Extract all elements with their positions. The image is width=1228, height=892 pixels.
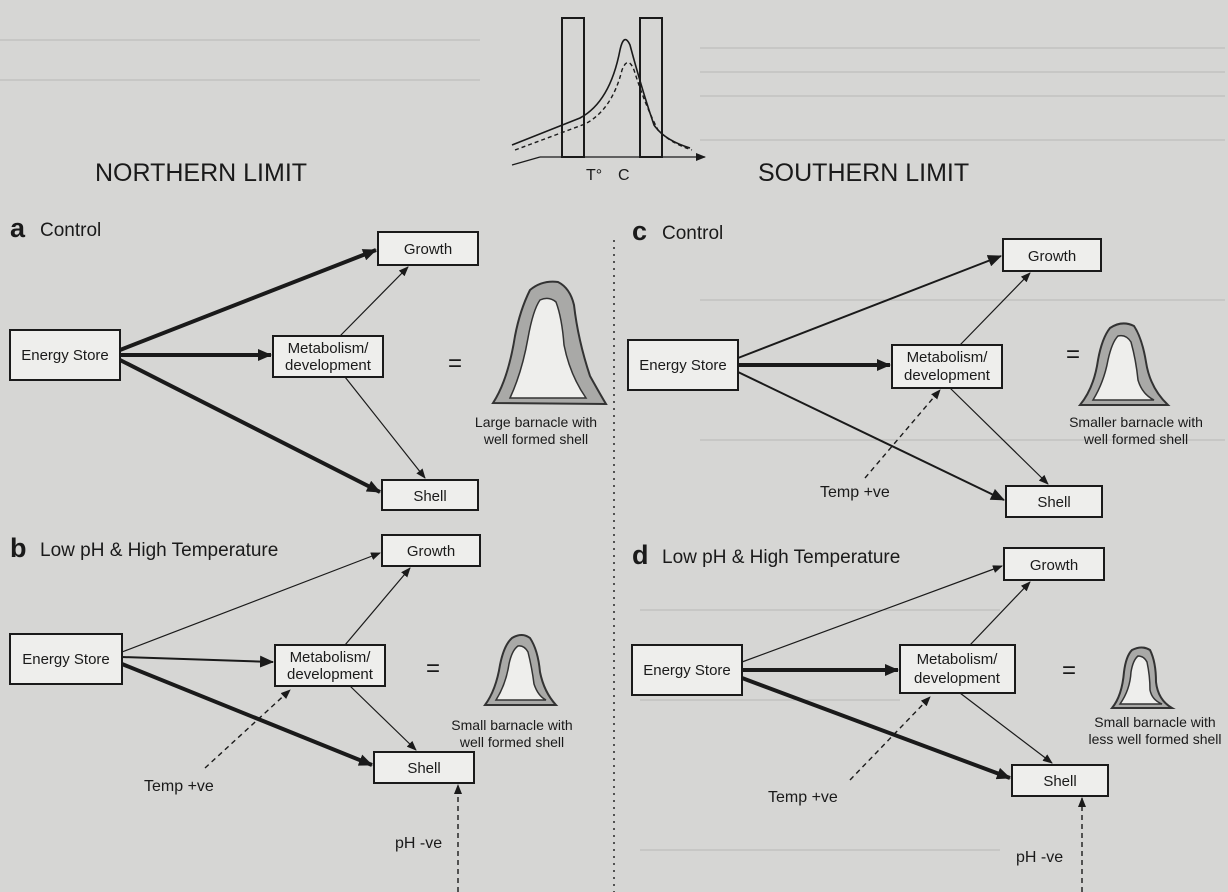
arrow-energy-shell-a — [120, 360, 380, 492]
inset-curve-solid — [512, 40, 690, 148]
inset-label-t: T° — [586, 167, 602, 184]
southern-limit-title: SOUTHERN LIMIT — [758, 159, 969, 187]
inset-bar-left — [562, 18, 584, 157]
caption-a-2: well formed shell — [483, 431, 588, 447]
panel-d-label: Low pH & High Temperature — [662, 547, 900, 568]
arrow-metab-growth-b — [345, 568, 410, 645]
energy-store-label-d: Energy Store — [643, 662, 731, 679]
panel-c-letter: c — [632, 216, 647, 246]
temp-label-b: Temp +ve — [144, 778, 214, 795]
panel-b-label: Low pH & High Temperature — [40, 540, 278, 561]
equals-b: = — [426, 655, 440, 682]
panel-b-letter: b — [10, 533, 27, 563]
growth-label-d: Growth — [1030, 557, 1078, 574]
growth-label-b: Growth — [407, 543, 455, 560]
arrow-metab-growth-d — [970, 582, 1030, 645]
energy-store-label-a: Energy Store — [21, 347, 109, 364]
equals-d: = — [1062, 657, 1076, 684]
arrow-temp-metab-d — [850, 697, 930, 780]
thermal-curve-inset: T° C — [512, 18, 705, 184]
equals-a: = — [448, 350, 462, 377]
metabolism-label-c-1: Metabolism/ — [907, 349, 989, 366]
metabolism-label-a-1: Metabolism/ — [288, 340, 370, 357]
metabolism-label-c-2: development — [904, 367, 991, 384]
arrow-metab-growth-a — [340, 267, 408, 336]
panel-a-label: Control — [40, 220, 101, 241]
metabolism-label-a-2: development — [285, 357, 372, 374]
arrow-metab-growth-c — [960, 273, 1030, 345]
arrow-energy-shell-c — [738, 372, 1004, 500]
equals-c: = — [1066, 341, 1080, 368]
temp-label-d: Temp +ve — [768, 789, 838, 806]
inset-label-c: C — [618, 167, 630, 184]
arrow-metab-shell-b — [350, 686, 416, 750]
panel-a-letter: a — [10, 213, 26, 243]
arrow-energy-metab-b — [122, 657, 273, 662]
barnacle-small-d — [1112, 648, 1172, 709]
caption-d-2: less well formed shell — [1088, 731, 1221, 747]
panel-d-letter: d — [632, 540, 649, 570]
panel-d: d Low pH & High Temperature Energy Store… — [632, 540, 1222, 892]
panel-b: b Low pH & High Temperature Energy Store… — [10, 533, 573, 892]
northern-limit-title: NORTHERN LIMIT — [95, 159, 307, 187]
shell-label-b: Shell — [407, 760, 440, 777]
caption-b-2: well formed shell — [459, 734, 564, 750]
caption-a-1: Large barnacle with — [475, 414, 597, 430]
barnacle-smaller-c — [1080, 323, 1168, 405]
arrow-metab-shell-c — [950, 388, 1048, 484]
panel-a: a Control Energy Store Metabolism/ devel… — [10, 213, 606, 510]
growth-label-a: Growth — [404, 241, 452, 258]
caption-c-2: well formed shell — [1083, 431, 1188, 447]
panel-c-label: Control — [662, 223, 723, 244]
metabolism-label-d-2: development — [914, 670, 1001, 687]
caption-d-1: Small barnacle with — [1094, 714, 1215, 730]
arrow-energy-growth-b — [122, 553, 380, 652]
metabolism-label-b-1: Metabolism/ — [290, 649, 372, 666]
barnacle-large-a — [493, 282, 606, 404]
shell-label-d: Shell — [1043, 773, 1076, 790]
shell-label-a: Shell — [413, 488, 446, 505]
arrow-metab-shell-a — [345, 377, 425, 478]
energy-store-label-c: Energy Store — [639, 357, 727, 374]
ph-label-b: pH -ve — [395, 835, 442, 852]
growth-label-c: Growth — [1028, 248, 1076, 265]
arrow-metab-shell-d — [960, 693, 1052, 763]
shell-label-c: Shell — [1037, 494, 1070, 511]
temp-label-c: Temp +ve — [820, 484, 890, 501]
panel-c: c Control Energy Store Metabolism/ devel… — [628, 216, 1203, 517]
energy-store-label-b: Energy Store — [22, 651, 110, 668]
barnacle-small-b — [485, 635, 556, 705]
inset-bar-right — [640, 18, 662, 157]
metabolism-label-d-1: Metabolism/ — [917, 651, 999, 668]
caption-c-1: Smaller barnacle with — [1069, 414, 1203, 430]
caption-b-1: Small barnacle with — [451, 717, 572, 733]
metabolism-label-b-2: development — [287, 666, 374, 683]
ph-label-d: pH -ve — [1016, 849, 1063, 866]
